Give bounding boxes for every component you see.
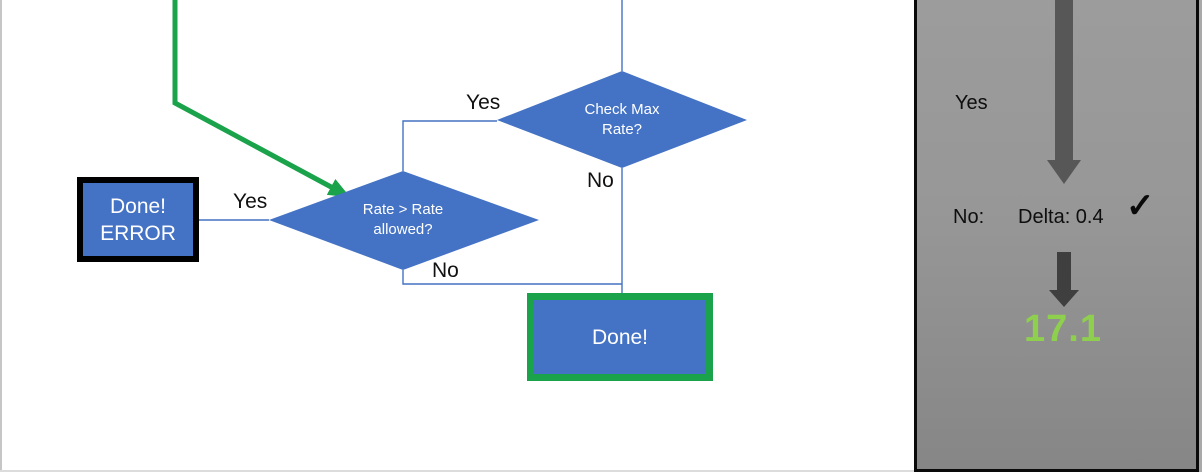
branch-label-no-check-max: No	[587, 169, 614, 192]
panel-delta-value: Delta: 0.4	[1018, 206, 1104, 228]
down-arrow-small-icon	[1057, 252, 1071, 290]
slide-left-edge	[0, 0, 2, 472]
result-value: 17.1	[1024, 308, 1102, 350]
panel-label-no: No:	[953, 206, 985, 228]
connector-rate-no-branch	[402, 270, 622, 285]
rate-line1: Rate > Rate	[362, 201, 444, 218]
decision-check-max-rate-label: Check Max Rate?	[584, 100, 659, 140]
done-error-line1: Done!	[109, 194, 167, 218]
annotation-panel-outer-strip	[1199, 0, 1202, 472]
down-arrow-small-icon-head	[1049, 290, 1079, 307]
done-box: Done!	[527, 293, 713, 381]
branch-label-yes-rate: Yes	[233, 190, 268, 213]
decision-rate-allowed-shape	[269, 171, 539, 270]
done-error-box: Done! ERROR	[77, 177, 199, 262]
decision-rate-allowed-label: Rate > Rate allowed?	[363, 200, 443, 240]
checkmark-icon: ✓	[1126, 187, 1155, 225]
done-error-line2: ERROR	[100, 221, 176, 245]
branch-label-no-rate: No	[432, 259, 459, 282]
check-max-line1: Check Max	[584, 101, 660, 118]
decision-check-max-rate-shape	[497, 71, 747, 168]
rate-line2: allowed?	[373, 221, 433, 238]
down-arrow-icon-head	[1047, 160, 1081, 184]
green-flow-arrow	[172, 0, 351, 198]
panel-label-yes: Yes	[955, 92, 988, 114]
branch-label-yes-check-max: Yes	[466, 91, 501, 114]
done-box-label: Done!	[591, 325, 649, 349]
check-max-line2: Rate?	[601, 121, 643, 138]
connector-check-max-yes-branch	[402, 120, 497, 171]
slide-bottom-edge	[0, 470, 914, 472]
down-arrow-icon	[1055, 0, 1073, 160]
